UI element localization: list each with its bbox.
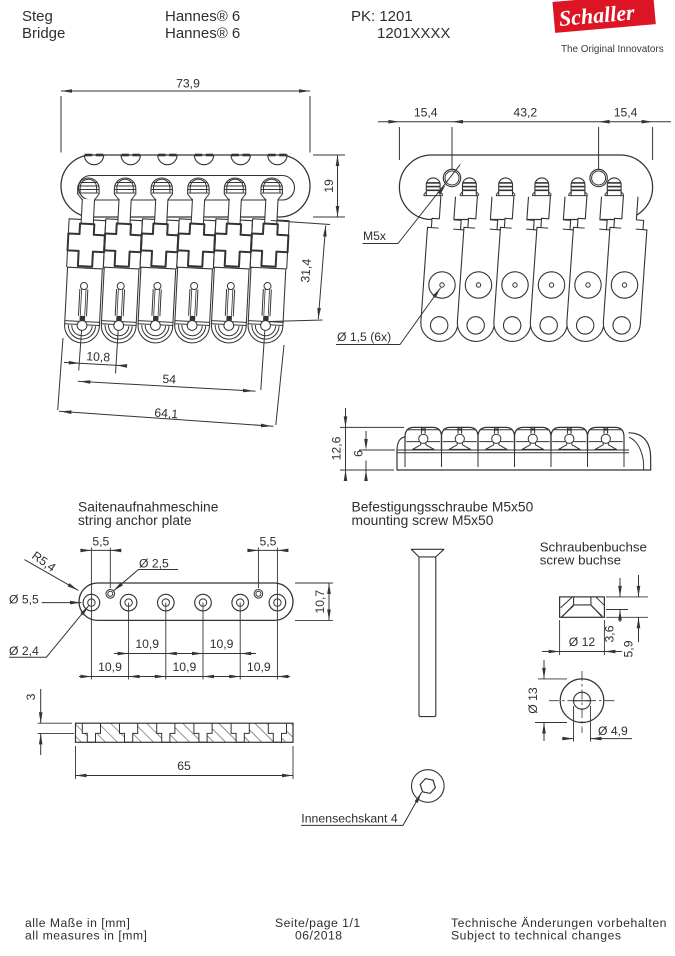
svg-text:73,9: 73,9 [176,77,200,91]
svg-text:Hannes® 6: Hannes® 6 [165,8,240,25]
svg-text:Ø 13: Ø 13 [526,687,540,714]
svg-text:Hannes® 6: Hannes® 6 [165,25,240,42]
svg-text:1201XXXX: 1201XXXX [377,25,450,42]
svg-text:19: 19 [322,179,336,193]
svg-text:31,4: 31,4 [298,258,314,283]
svg-text:Ø 1,5 (6x): Ø 1,5 (6x) [337,330,391,344]
svg-text:15,4: 15,4 [414,106,438,120]
svg-text:all measures in [mm]: all measures in [mm] [25,929,147,943]
svg-text:54: 54 [162,372,177,387]
svg-text:Subject to technical changes: Subject to technical changes [451,929,622,943]
svg-text:12,6: 12,6 [330,436,344,460]
svg-text:Ø 4,9: Ø 4,9 [598,724,628,738]
svg-text:10,7: 10,7 [313,590,327,614]
svg-text:6: 6 [352,450,366,457]
svg-text:mounting screw M5x50: mounting screw M5x50 [352,513,494,528]
svg-text:Ø 2,5: Ø 2,5 [139,557,169,571]
svg-text:The Original Innovators: The Original Innovators [561,44,664,55]
svg-text:10,8: 10,8 [86,349,111,364]
svg-text:string anchor plate: string anchor plate [78,513,192,528]
svg-text:65: 65 [177,759,191,773]
svg-text:64,1: 64,1 [154,406,179,422]
svg-text:10,9: 10,9 [210,637,234,651]
svg-text:15,4: 15,4 [614,106,638,120]
svg-text:Befestigungsschraube M5x50: Befestigungsschraube M5x50 [352,500,534,515]
svg-text:screw buchse: screw buchse [540,553,621,568]
svg-text:Saitenaufnahmeschine: Saitenaufnahmeschine [78,500,219,515]
svg-text:Bridge: Bridge [22,25,65,42]
svg-text:5,5: 5,5 [92,534,109,548]
svg-text:Ø 5,5: Ø 5,5 [9,593,39,607]
svg-text:Innensechskant 4: Innensechskant 4 [301,812,398,826]
svg-text:10,9: 10,9 [135,637,159,651]
svg-text:Ø 12: Ø 12 [569,635,596,649]
svg-text:Technische Änderungen vorbehal: Technische Änderungen vorbehalten [451,916,667,930]
svg-text:5,9: 5,9 [622,640,636,657]
svg-text:Ø 2,4: Ø 2,4 [9,644,39,658]
svg-text:Steg: Steg [22,8,53,25]
svg-text:3,6: 3,6 [603,625,617,642]
svg-text:3: 3 [24,693,38,700]
svg-text:Seite/page 1/1: Seite/page 1/1 [275,916,361,930]
svg-text:5,5: 5,5 [260,534,277,548]
svg-text:PK: 1201: PK: 1201 [351,8,413,25]
svg-text:alle Maße in [mm]: alle Maße in [mm] [25,916,130,930]
svg-text:43,2: 43,2 [513,106,537,120]
svg-text:10,9: 10,9 [173,660,197,674]
svg-text:06/2018: 06/2018 [295,929,343,943]
svg-text:10,9: 10,9 [98,660,122,674]
svg-text:M5x: M5x [363,229,386,243]
svg-text:Schraubenbuchse: Schraubenbuchse [540,540,647,555]
svg-text:10,9: 10,9 [247,660,271,674]
